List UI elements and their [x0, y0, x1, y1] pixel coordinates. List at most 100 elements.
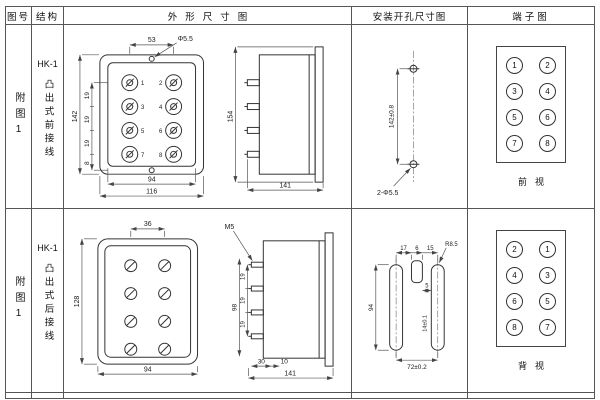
- row1-mounting-cell: 142±0.8 2-Φ5.5: [352, 25, 468, 209]
- mounting-dim-lines: [393, 68, 411, 187]
- row1-model: HK-1: [37, 59, 58, 69]
- terminal-no-3: 3: [141, 105, 145, 111]
- dim-height-total: 128: [74, 296, 81, 308]
- front-wiring-outline-drawing: 1 2 3 4 5 6 7 8: [72, 36, 324, 199]
- terminal-no-7: 7: [141, 153, 145, 159]
- dim-side-depth: 141: [279, 183, 291, 190]
- header-terminal-label: 端子图: [512, 11, 550, 23]
- row1-structure-cell: HK-1 凸出式前接线: [32, 25, 64, 209]
- dim-top-width: 36: [144, 221, 152, 228]
- dim-pitch-3: 19: [84, 139, 91, 147]
- terminal-circle: 5: [539, 292, 556, 310]
- terminal-no-4: 4: [159, 105, 163, 111]
- terminal-circle: 4: [506, 266, 523, 284]
- terminal-circle: 2: [506, 240, 523, 258]
- dim-width-inner: 94: [148, 177, 156, 184]
- header-outline: 外形尺寸图: [64, 7, 352, 25]
- dim-pitch-2: 19: [84, 115, 91, 123]
- dim-hole-callout: 2-Φ5.5: [377, 190, 398, 197]
- dim-width: 72±0.2: [407, 364, 427, 371]
- front-wiring-mounting-drawing: 142±0.8 2-Φ5.5: [377, 50, 420, 197]
- footer-cell: [6, 393, 32, 398]
- header-outline-label: 外形尺寸图: [167, 11, 256, 23]
- mounting-dim-lines: [373, 247, 447, 363]
- footer-cell: [32, 393, 64, 398]
- terminal-circle: 6: [539, 108, 556, 126]
- terminal-no-8: 8: [159, 153, 163, 159]
- dim-height-total: 142: [72, 111, 79, 123]
- dim-height: 94: [368, 303, 375, 311]
- row2-fig-no-cell: 附图1: [6, 209, 32, 393]
- terminal-circle: 1: [539, 240, 556, 258]
- front-view-terminal-numbers: 1 2 3 4 5 6 7 8: [141, 81, 163, 159]
- terminal-circle: 3: [539, 266, 556, 284]
- terminal-circle: 7: [506, 134, 523, 152]
- dim-top-1: 17: [400, 246, 407, 252]
- mounting-cutouts: [389, 260, 445, 351]
- terminal-circle: 1: [506, 56, 523, 74]
- dim-depth-2: 10: [281, 359, 289, 366]
- dim-top-width: 53: [148, 37, 156, 44]
- front-view-geometry: [99, 54, 205, 175]
- dim-slot: 14±0.1: [422, 315, 428, 332]
- dim-pitch-1: 19: [84, 92, 91, 100]
- header-mounting-label: 安装开孔尺寸图: [372, 11, 447, 23]
- dim-width-bottom: 94: [144, 367, 152, 374]
- terminal-circle: 3: [506, 82, 523, 100]
- header-fig-no-label: 图号: [6, 11, 30, 23]
- terminal-no-6: 6: [159, 129, 163, 135]
- view-label-rear: 背视: [517, 360, 552, 371]
- terminal-circle: 6: [506, 292, 523, 310]
- row2-model: HK-1: [37, 243, 58, 253]
- rear-wiring-mounting-drawing: 17 6 15 94 R8.5 5 14±0.1 72±0.2: [368, 242, 459, 371]
- terminal-circle: 8: [539, 134, 556, 152]
- dim-top-2: 6: [415, 246, 419, 252]
- terminal-circle: 2: [539, 56, 556, 74]
- dim-radius: R8.5: [445, 242, 458, 248]
- row2-mounting-cell: 17 6 15 94 R8.5 5 14±0.1 72±0.2: [352, 209, 468, 393]
- row2-fig-no: 附图1: [13, 276, 24, 325]
- terminal-circle: 5: [506, 108, 523, 126]
- dimension-lines: [77, 42, 324, 199]
- dim-top-3: 15: [427, 246, 434, 252]
- terminal-no-5: 5: [141, 129, 145, 135]
- dim-side-depth: 141: [284, 371, 296, 378]
- row1-fig-no: 附图1: [13, 92, 24, 141]
- footer-cell: [64, 393, 352, 398]
- dim-side-height: 98: [231, 303, 238, 311]
- row1-structure: 凸出式前接线: [42, 79, 54, 160]
- view-label-front: 前视: [517, 176, 552, 187]
- header-structure: 结构: [32, 7, 64, 25]
- row2-outline-cell: 36 128 94 M5 98 19 19 19 30 10 141: [64, 209, 352, 393]
- header-mounting: 安装开孔尺寸图: [352, 7, 468, 25]
- terminal-no-1: 1: [141, 81, 145, 87]
- rear-view-geometry: [97, 238, 199, 365]
- dim-depth-1: 30: [258, 359, 266, 366]
- footer-cell: [352, 393, 468, 398]
- dim-hole-pitch: 142±0.8: [389, 104, 396, 128]
- rear-dimension-lines: [79, 226, 334, 381]
- dim-hole-dia: Φ5.5: [178, 36, 193, 43]
- dim-side-height: 154: [227, 111, 234, 123]
- dim-mid: 5: [425, 284, 429, 290]
- relay-dimension-sheet: 图号 结构 外形尺寸图 安装开孔尺寸图 端子图 附图1 HK-1 凸出式前接线: [5, 6, 595, 399]
- header-structure-label: 结构: [35, 11, 59, 23]
- terminal-circle: 4: [539, 82, 556, 100]
- terminal-no-2: 2: [159, 81, 163, 87]
- dim-screw-label: M5: [225, 224, 235, 231]
- dim-pitch-2: 19: [240, 297, 246, 304]
- row1-outline-cell: 1 2 3 4 5 6 7 8: [64, 25, 352, 209]
- rear-side-view-geometry: [248, 232, 334, 367]
- dim-pitch-3: 19: [240, 320, 246, 327]
- row2-structure: 凸出式后接线: [42, 263, 54, 344]
- dim-pitch-4: 8: [84, 161, 91, 165]
- dim-width-outer: 116: [146, 189, 157, 196]
- side-view-geometry: [244, 46, 324, 183]
- header-fig-no: 图号: [6, 7, 32, 25]
- terminal-circle: 8: [506, 318, 523, 336]
- row1-fig-no-cell: 附图1: [6, 25, 32, 209]
